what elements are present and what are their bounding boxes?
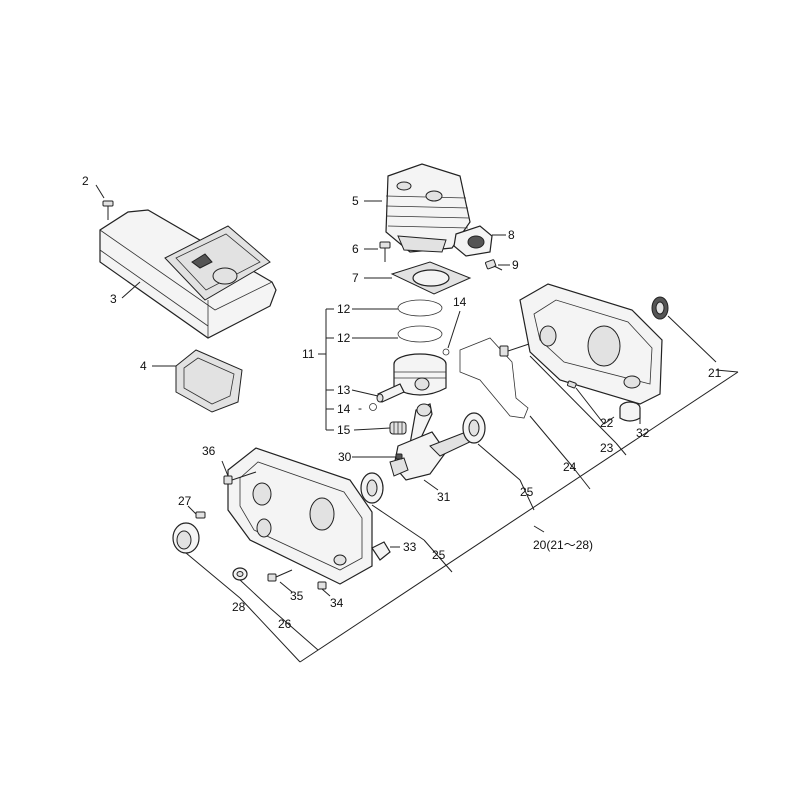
part-fitting-33 bbox=[371, 541, 391, 561]
callout-22: 22 bbox=[600, 416, 614, 430]
part-screw-9 bbox=[484, 259, 503, 271]
callout-7: 7 bbox=[352, 271, 359, 285]
callout-9: 9 bbox=[512, 258, 519, 272]
part-circlip-14-upper bbox=[442, 348, 450, 356]
callout-12-upper: 12 bbox=[337, 302, 351, 316]
callout-14-upper: 14 bbox=[453, 295, 467, 309]
callout-30: 30 bbox=[338, 450, 352, 464]
part-crankcase-right bbox=[519, 283, 663, 405]
callout-24: 24 bbox=[563, 460, 577, 474]
callout-labels: 2 3 4 5 6 7 8 9 11 12 12 13 14 - 14 15 3… bbox=[82, 174, 722, 631]
part-screw-35 bbox=[267, 569, 293, 582]
part-bolt-23 bbox=[499, 342, 533, 357]
callout-2: 2 bbox=[82, 174, 89, 188]
callout-33: 33 bbox=[403, 540, 417, 554]
part-circlip-14 bbox=[369, 403, 377, 411]
part-screw-34 bbox=[317, 581, 327, 590]
callout-6: 6 bbox=[352, 242, 359, 256]
callout-26: 26 bbox=[278, 617, 292, 631]
callout-20: 20(21～28) bbox=[533, 538, 593, 552]
callout-15: 15 bbox=[337, 423, 351, 437]
callout-25-left: 25 bbox=[432, 548, 446, 562]
part-screw-6 bbox=[379, 241, 391, 262]
callout-31: 31 bbox=[437, 490, 451, 504]
callout-25-right: 25 bbox=[520, 485, 534, 499]
part-crankcase-left bbox=[227, 447, 373, 585]
callout-4: 4 bbox=[140, 359, 147, 373]
part-bearing-25-left bbox=[360, 472, 384, 504]
part-crankshaft-31 bbox=[389, 403, 475, 481]
callout-23: 23 bbox=[600, 441, 614, 455]
part-gasket-4 bbox=[175, 349, 243, 413]
callout-14-lower: 14 bbox=[337, 402, 351, 416]
callout-8: 8 bbox=[508, 228, 515, 242]
part-piston-pin-13 bbox=[376, 383, 405, 403]
callout-11: 11 bbox=[302, 347, 315, 361]
part-plug-32 bbox=[619, 401, 641, 422]
part-pin-27 bbox=[195, 511, 206, 519]
callout-32: 32 bbox=[636, 426, 650, 440]
part-needle-bearing-15 bbox=[389, 421, 407, 435]
part-crankcase-gasket-24 bbox=[459, 337, 529, 419]
callout-35: 35 bbox=[290, 589, 304, 603]
part-piston-ring-lower-12 bbox=[397, 325, 443, 343]
part-screw-2 bbox=[102, 200, 114, 220]
part-pin-22 bbox=[566, 380, 577, 389]
part-intake-flange-8 bbox=[453, 225, 493, 257]
callout-34: 34 bbox=[330, 596, 344, 610]
part-oil-seal-21 bbox=[651, 296, 669, 320]
callout-36: 36 bbox=[202, 444, 216, 458]
callout-21: 21 bbox=[708, 366, 722, 380]
callout-5: 5 bbox=[352, 194, 359, 208]
part-piston bbox=[393, 353, 447, 396]
callout-27: 27 bbox=[178, 494, 192, 508]
part-key-30 bbox=[395, 453, 403, 460]
part-seal-28 bbox=[232, 567, 248, 581]
part-filler-cap bbox=[172, 522, 200, 554]
part-piston-ring-upper-12 bbox=[397, 299, 443, 317]
callout-14-dash: - bbox=[358, 401, 362, 415]
callout-3: 3 bbox=[110, 292, 117, 306]
part-top-cover-3 bbox=[99, 209, 277, 339]
part-bearing-25-right bbox=[462, 412, 486, 444]
part-base-gasket-7 bbox=[390, 261, 472, 295]
callout-13: 13 bbox=[337, 383, 351, 397]
leader-lines bbox=[95, 184, 739, 663]
callout-28: 28 bbox=[232, 600, 246, 614]
callout-12-lower: 12 bbox=[337, 331, 351, 345]
